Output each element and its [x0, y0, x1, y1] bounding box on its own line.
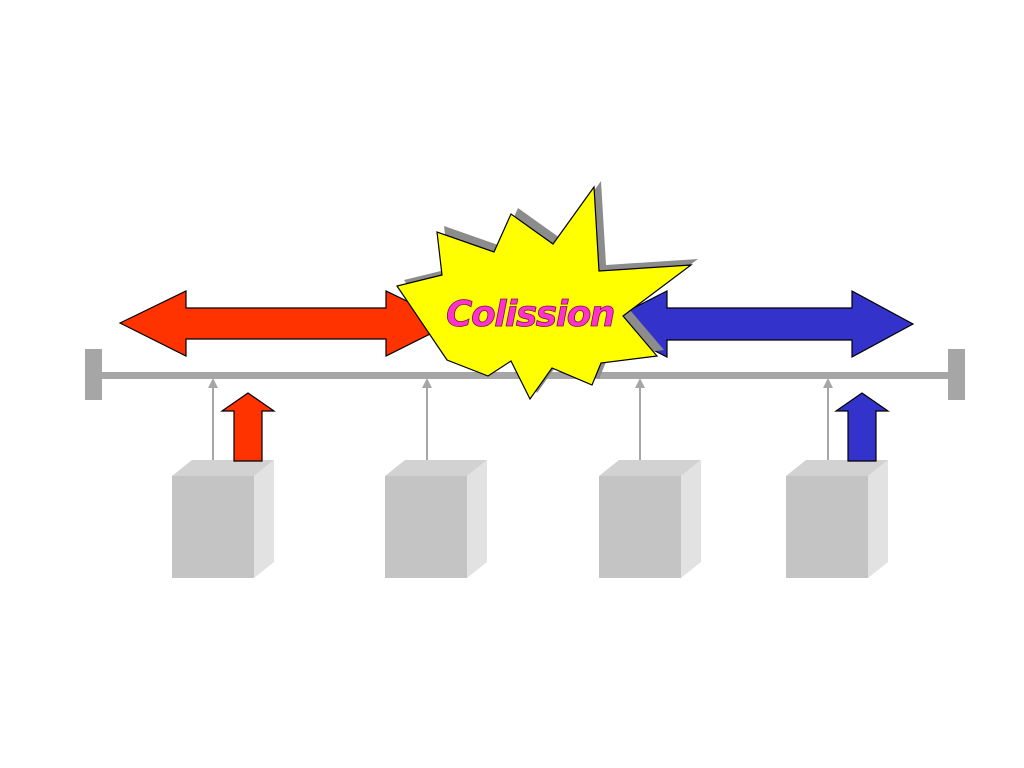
station-1 [172, 460, 274, 578]
station-3 [599, 460, 701, 578]
collision-burst: Colission [396, 181, 698, 401]
drop-cable-4 [823, 378, 833, 468]
drop-cables [208, 378, 833, 468]
bus-terminator-left [85, 349, 102, 400]
red-signal-double-arrow [118, 290, 454, 357]
stations [172, 460, 888, 578]
red-transmit-arrow [220, 392, 276, 462]
drop-cable-2 [422, 378, 432, 468]
drop-cable-3 [635, 378, 645, 468]
collision-burst-star [396, 185, 693, 401]
station-4 [786, 460, 888, 578]
drop-cable-1 [208, 378, 218, 468]
blue-signal-double-arrow [600, 289, 915, 359]
station-2 [385, 460, 487, 578]
bus-terminator-right [948, 349, 965, 400]
collision-label: Colission [446, 294, 614, 335]
blue-transmit-arrow [834, 392, 890, 462]
